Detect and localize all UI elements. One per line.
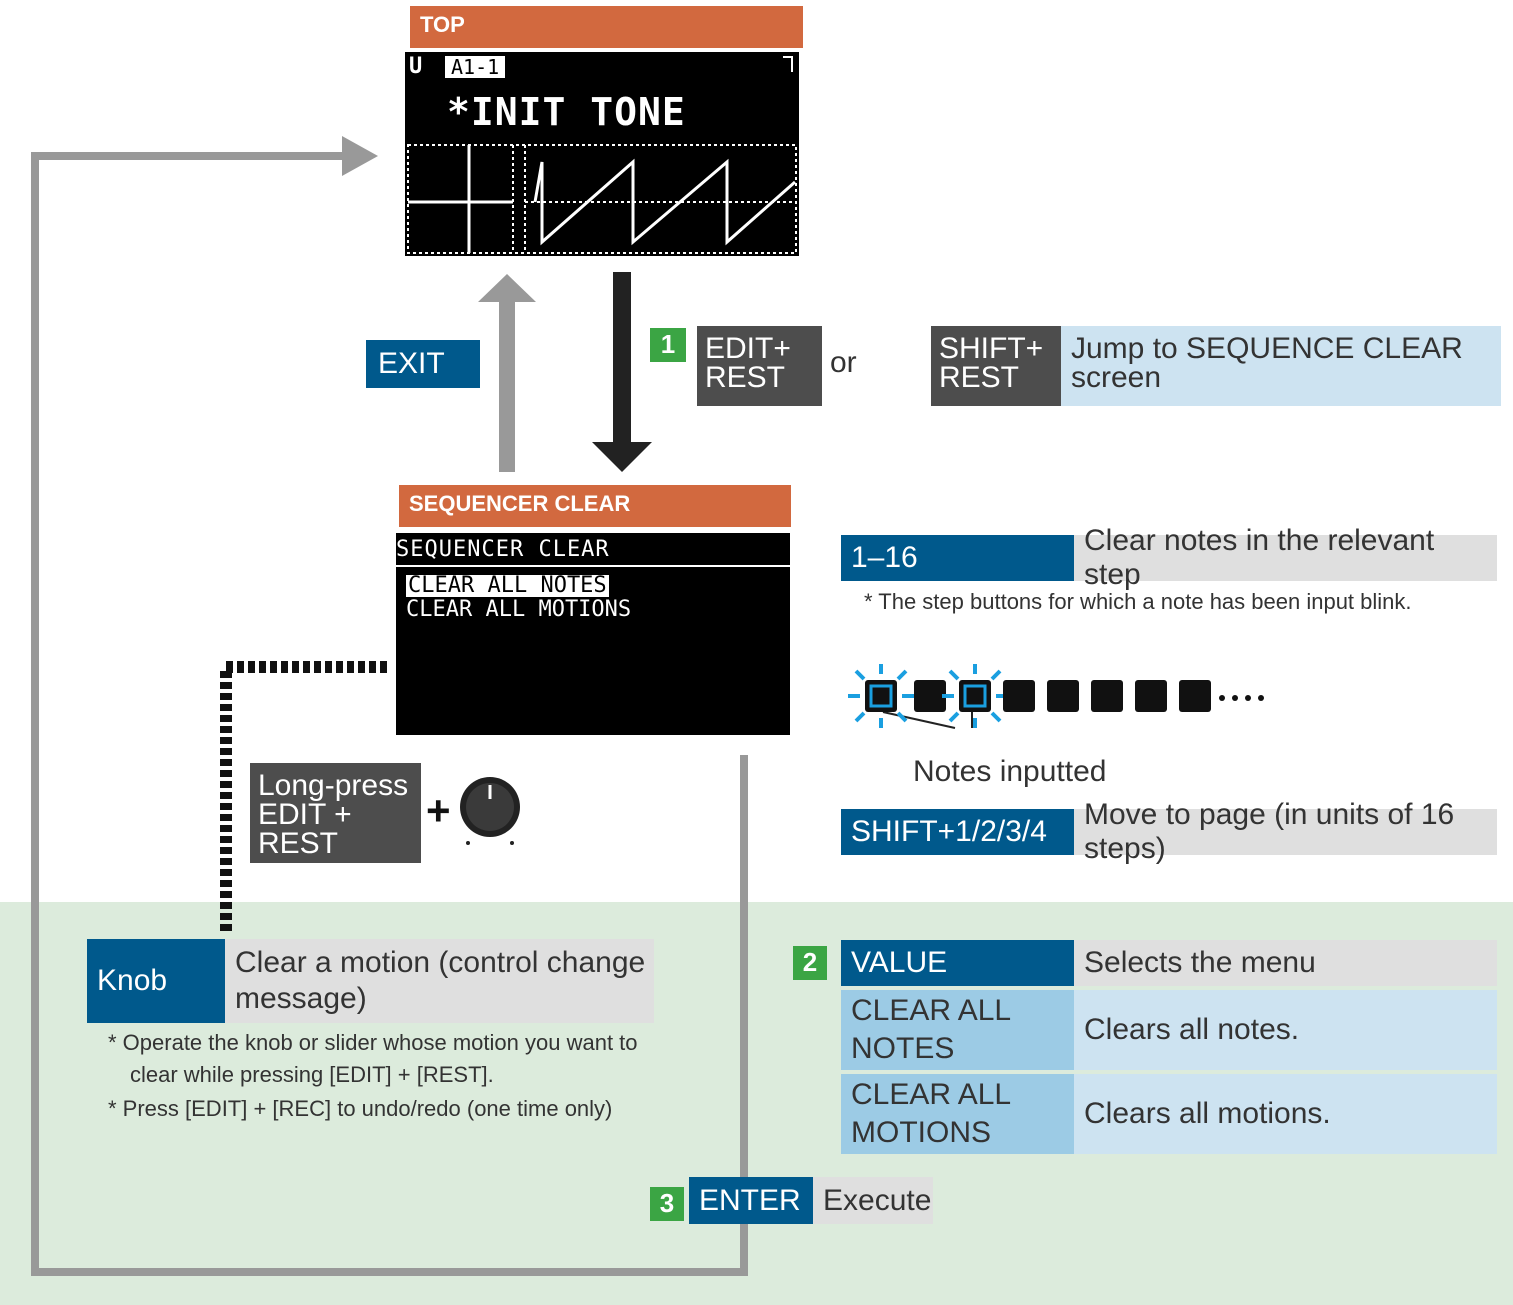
lcd-patch: A1-1: [445, 56, 506, 78]
long-press-key: Long-press EDIT + REST: [250, 763, 421, 863]
shift-rest-key: SHIFT+ REST: [931, 326, 1061, 406]
seq-lcd-item-motions: CLEAR ALL MOTIONS: [406, 597, 632, 622]
step-button-5: [1047, 680, 1079, 712]
notes-inputted-label: Notes inputted: [913, 755, 1107, 788]
step3-badge: 3: [650, 1187, 684, 1221]
step-buttons-illustration: [848, 664, 1264, 728]
shift-page-desc: Move to page (in units of 16 steps): [1074, 798, 1497, 865]
plus-sign: +: [426, 787, 451, 834]
step-button-8: [1179, 680, 1211, 712]
seq-lcd: SEQUENCER CLEAR CLEAR ALL NOTES CLEAR AL…: [396, 533, 790, 735]
or-text: or: [830, 346, 857, 379]
dotted-connector: [220, 661, 387, 935]
value-key: VALUE: [841, 940, 1074, 986]
return-loop-line: [31, 152, 748, 1276]
steps-desc: Clear notes in the relevant step: [1074, 524, 1497, 591]
knob-note-1: * Operate the knob or slider whose motio…: [108, 1030, 638, 1087]
lcd-tone-name: *INIT TONE: [447, 90, 686, 134]
clear-motions-desc: Clears all motions.: [1074, 1074, 1497, 1154]
steps-key: 1–16: [841, 535, 1074, 581]
knob-key: Knob: [87, 939, 225, 1023]
shift-rest-desc: Jump to SEQUENCE CLEAR screen: [1061, 326, 1501, 406]
step-button-1: [865, 680, 897, 712]
steps-note: * The step buttons for which a note has …: [864, 589, 1412, 614]
value-desc: Selects the menu: [1074, 940, 1497, 986]
enter-arrow-head: [592, 442, 652, 472]
signal-icon: [783, 56, 793, 72]
seq-lcd-title: SEQUENCER CLEAR: [396, 537, 610, 562]
notes-pointer-line-1: [882, 711, 956, 729]
knob-desc: Clear a motion (control change message): [225, 939, 654, 1023]
exit-arrow-head: [478, 274, 536, 302]
seq-lcd-divider: [396, 565, 790, 567]
step2-badge: 2: [793, 946, 827, 980]
knob-note-2: * Press [EDIT] + [REC] to undo/redo (one…: [108, 1096, 613, 1121]
edit-rest-key: EDIT+ REST: [697, 326, 822, 406]
clear-notes-desc: Clears all notes.: [1074, 990, 1497, 1070]
exit-button-label: EXIT: [366, 340, 480, 388]
return-loop-arrowhead: [342, 136, 378, 176]
enter-key: ENTER: [689, 1177, 813, 1224]
enter-arrow-shaft: [613, 272, 631, 444]
seq-lcd-item-notes: CLEAR ALL NOTES: [406, 573, 609, 598]
blink-rays-1: [848, 664, 914, 728]
seq-header: SEQUENCER CLEAR: [399, 485, 791, 527]
step-button-7: [1135, 680, 1167, 712]
clear-motions-key: CLEAR ALL MOTIONS: [841, 1074, 1074, 1154]
exit-arrow-shaft: [499, 300, 515, 472]
step-button-3: [959, 680, 991, 712]
top-header: TOP: [410, 6, 803, 48]
lcd-mode: U: [409, 54, 423, 79]
step1-badge: 1: [650, 328, 686, 362]
step-button-2: [914, 680, 946, 712]
clear-notes-key: CLEAR ALL NOTES: [841, 990, 1074, 1070]
step-button-4: [1003, 680, 1035, 712]
shift-page-key: SHIFT+1/2/3/4: [841, 809, 1074, 855]
step-button-6: [1091, 680, 1123, 712]
top-lcd: U A1-1 *INIT TONE: [405, 52, 799, 256]
waveform-display: [407, 144, 797, 254]
knob-icon: [460, 777, 520, 845]
enter-desc: Execute: [813, 1177, 933, 1224]
